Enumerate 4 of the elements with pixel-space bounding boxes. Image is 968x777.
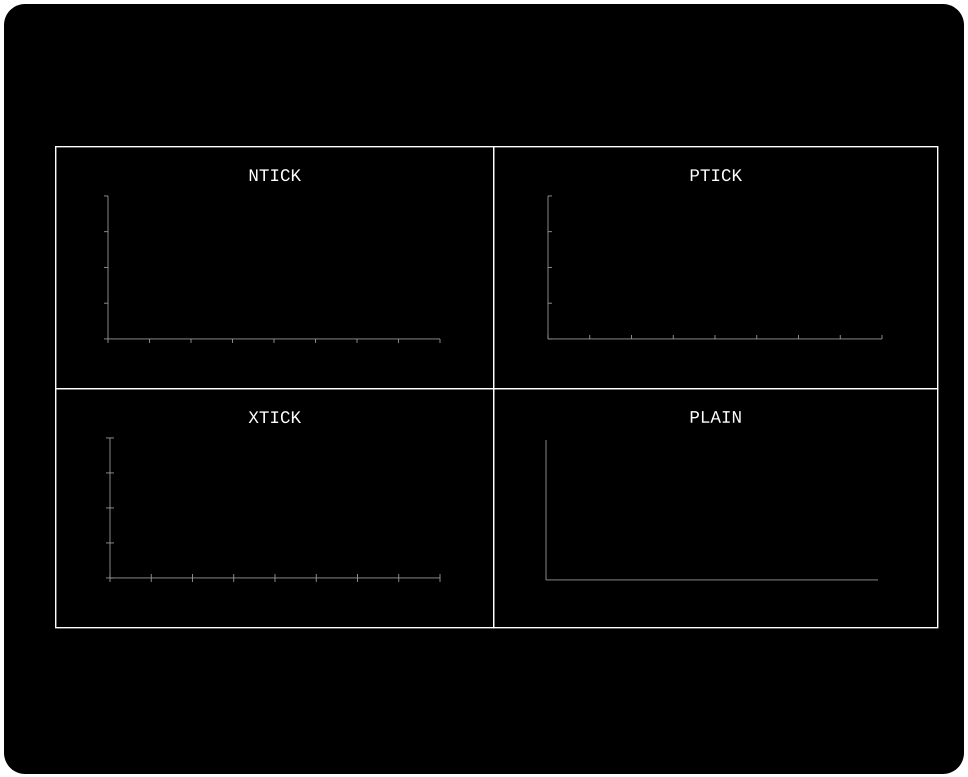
panel-box: NTICK (55, 146, 494, 390)
panel-box: PTICK (493, 146, 938, 390)
panel-box: XTICK (55, 388, 494, 628)
panel-box: PLAIN (493, 388, 938, 628)
